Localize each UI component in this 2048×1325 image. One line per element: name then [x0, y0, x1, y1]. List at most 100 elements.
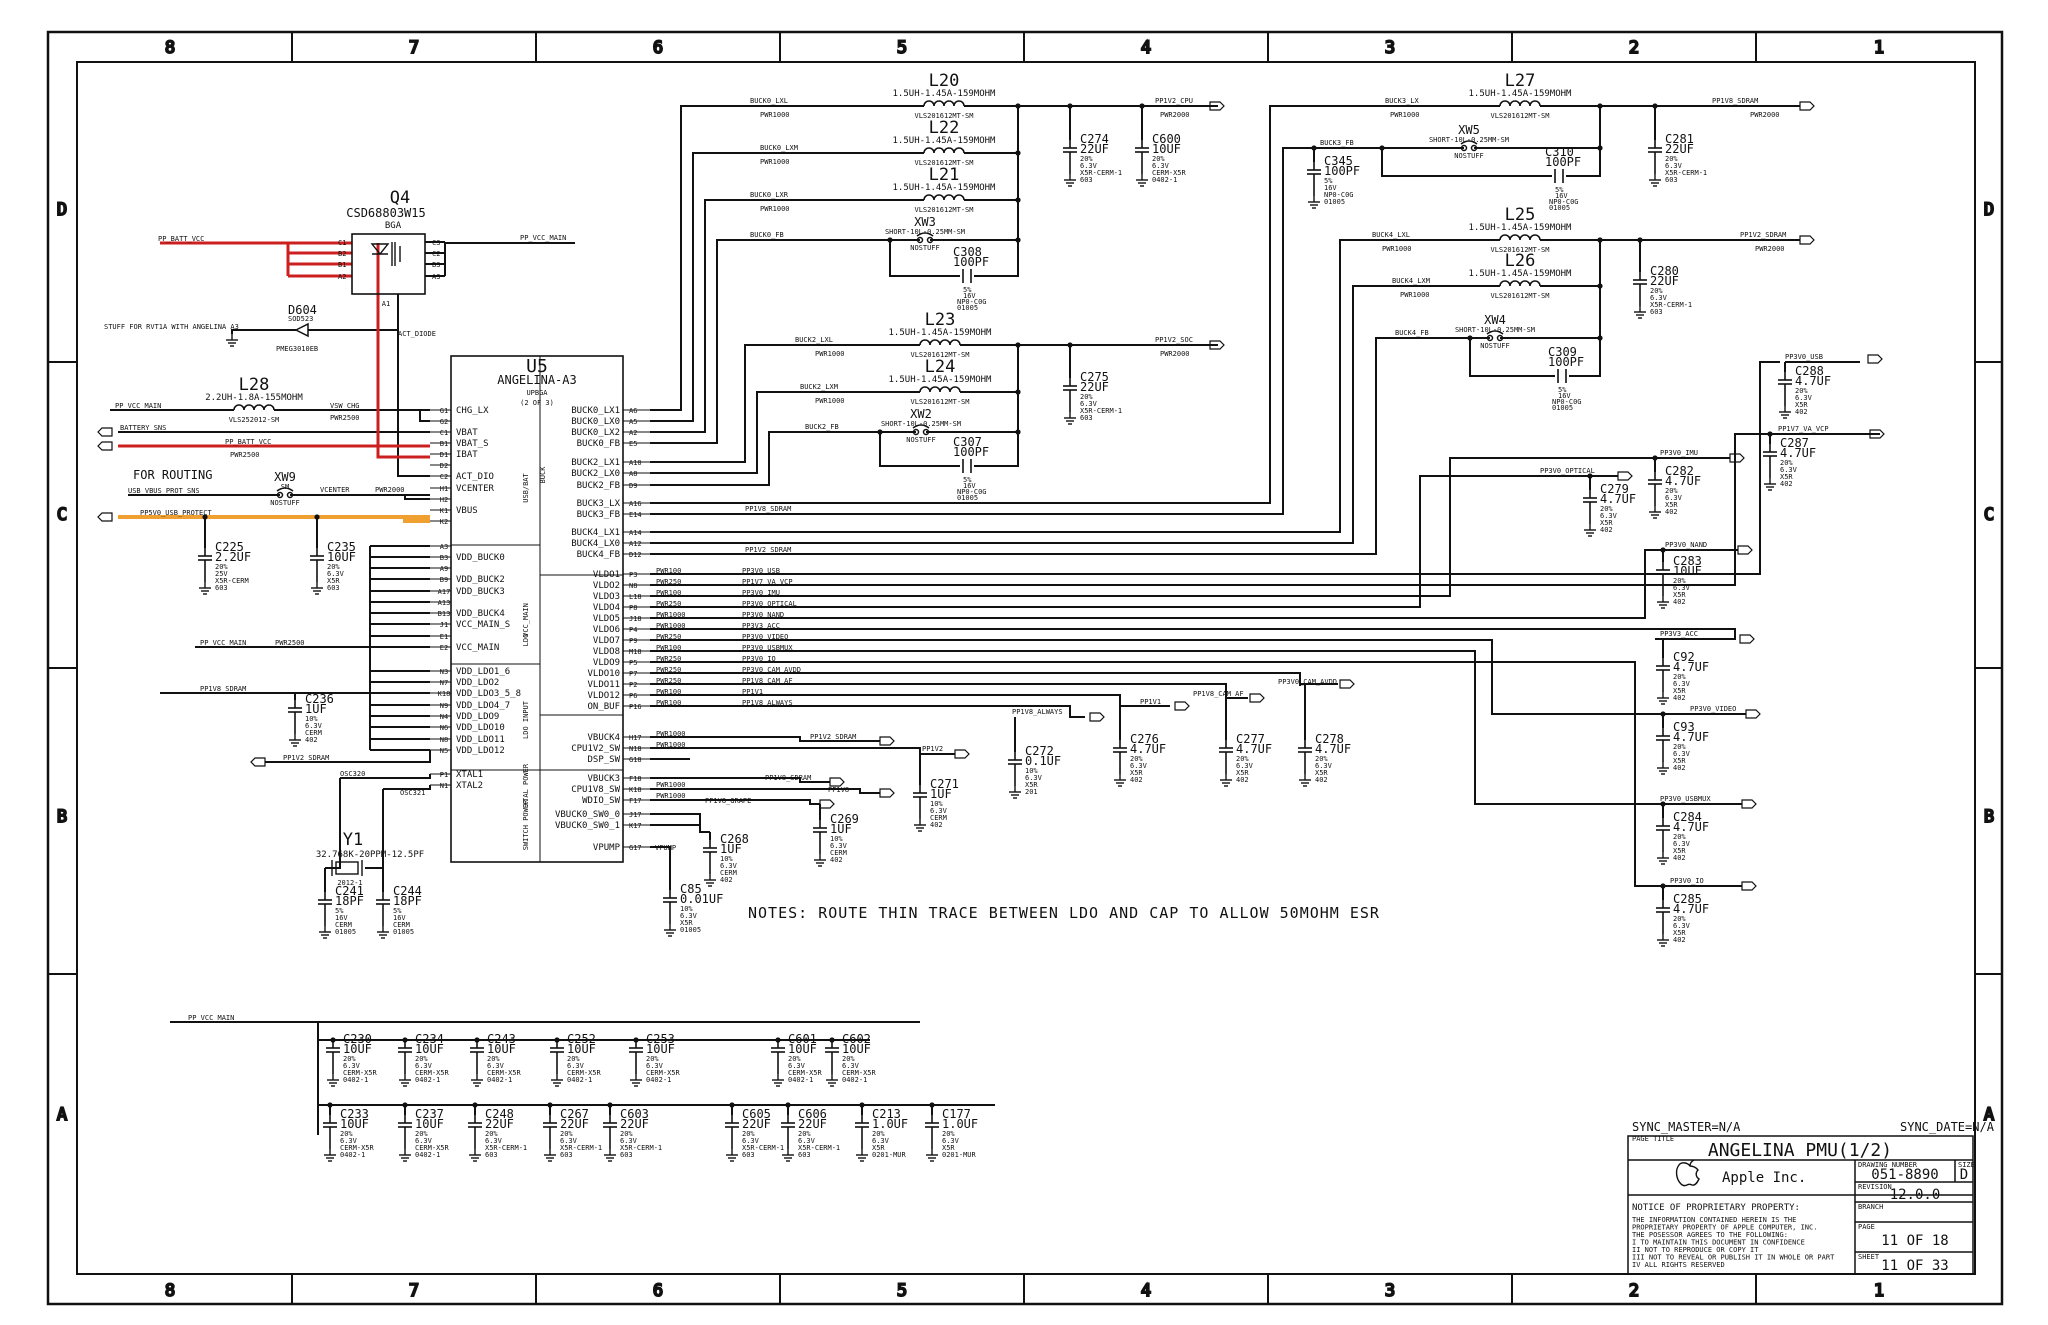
wire-pp1v1: [650, 694, 1170, 707]
ground-symbol: [772, 1074, 784, 1087]
inductor-value: 1.5UH-1.45A-159MOHM: [889, 375, 993, 385]
offpage-connector-icon: [1799, 101, 1815, 111]
capacitor-voltage: 6.3V: [788, 1062, 806, 1070]
capacitor-ref: C213: [872, 1107, 901, 1121]
capacitor-value: 10UF: [415, 1117, 444, 1131]
u5-section-label: BUCK: [539, 466, 547, 484]
junction-dot: [729, 1102, 735, 1108]
net-rate: PWR1000: [656, 741, 686, 749]
net-label: PP1V8: [828, 786, 849, 794]
net-label: BUCK0_LXM: [760, 144, 798, 152]
u5-pin-number: F17: [629, 797, 642, 805]
capacitor-package: 01005: [335, 928, 356, 936]
zone-number-top: 5: [897, 38, 907, 58]
title-block: [1627, 1135, 1974, 1275]
capacitor-dielectric: X5R: [1600, 519, 1613, 527]
capacitor-value: 4.7UF: [1673, 730, 1709, 744]
wire-buck0-lxm: [650, 152, 924, 422]
offpage-connector-icon: [1089, 712, 1105, 722]
net-rate: PWR250: [656, 666, 681, 674]
capacitor-tolerance: 20%: [415, 1055, 428, 1063]
capacitor-dielectric: X5R-CERM-1: [485, 1144, 527, 1152]
ground-symbol: [1009, 786, 1021, 799]
net-label: PP1V2_SDRAM: [810, 733, 856, 741]
wire-pp3v0-video: [650, 639, 1746, 715]
short-jumper: [276, 487, 294, 499]
capacitor-c271: [913, 785, 927, 819]
capacitor-tolerance: 20%: [560, 1130, 573, 1138]
zone-number-top: 6: [653, 38, 663, 58]
wire-pp3v0-io: [650, 661, 1742, 887]
u5-pin-number: P1: [440, 771, 448, 779]
ground-symbol: [469, 1149, 481, 1162]
q4-part: CSD68803W15: [346, 206, 425, 220]
sync-date: SYNC_DATE=N/A: [1900, 1120, 1995, 1134]
q4-sub: A1: [382, 300, 390, 308]
junction-dot: [1015, 389, 1021, 395]
ground-symbol: [1649, 506, 1661, 519]
capacitor-voltage: 6.3V: [1080, 400, 1098, 408]
capacitor-value: 4.7UF: [1673, 660, 1709, 674]
inductor-part: VLS201612MT-SM: [914, 159, 973, 167]
capacitor-c93: [1656, 728, 1670, 762]
zone-letter-right: D: [1984, 200, 1994, 220]
ground-symbol: [1657, 692, 1669, 705]
q4-body: [351, 233, 426, 295]
inductor: [923, 194, 965, 201]
offpage-connector-icon: [829, 777, 845, 787]
net-rate: PWR1000: [815, 397, 845, 405]
inductor: [1499, 100, 1541, 107]
sheet-value: 11 OF 33: [1881, 1258, 1948, 1274]
zone-letter-left: C: [57, 505, 67, 525]
capacitor-c234: [398, 1040, 412, 1074]
u5-pin-name: VLDO10: [587, 669, 620, 679]
capacitor-voltage: 16V: [963, 482, 976, 490]
net-rate: PWR100: [656, 644, 681, 652]
capacitor-package: 0402-1: [343, 1076, 368, 1084]
net-label: PP3V3_ACC: [742, 622, 780, 630]
u5-pin-number: B3: [440, 554, 448, 562]
short-value: SHORT-10L-0.25MM-SM: [885, 228, 965, 236]
capacitor-voltage: 6.3V: [830, 842, 848, 850]
capacitor-tolerance: 10%: [830, 835, 843, 843]
y1-value: 32.768K-20PPM-12.5PF: [316, 850, 424, 860]
u5-pin-name: VDD_BUCK2: [456, 575, 505, 585]
u5-pin-number: G17: [629, 844, 642, 852]
wire-pp3v0-imu: [650, 457, 1730, 597]
wire-pp-batt-vcc-2: [376, 446, 430, 459]
offpage-connector-icon: [1739, 634, 1755, 644]
capacitor-c235: [310, 548, 324, 582]
net-label: BUCK4_LXM: [1392, 277, 1430, 285]
capacitor-voltage: 6.3V: [567, 1062, 585, 1070]
capacitor-package: 603: [1650, 308, 1663, 316]
capacitor-ref: C276: [1130, 732, 1159, 746]
u5-pin-number: E1: [440, 633, 448, 641]
wire-pp3v0-cam: [650, 672, 1305, 685]
u5-pin-name: VDD_LDO12: [456, 746, 505, 756]
capacitor-package: 603: [215, 584, 228, 592]
u5-pin-name: VDD_LDO9: [456, 712, 499, 722]
junction-dot: [1660, 801, 1666, 807]
inductor-value: 1.5UH-1.45A-159MOHM: [893, 136, 997, 146]
capacitor-ref: C248: [485, 1107, 514, 1121]
capacitor-tolerance: 20%: [1152, 155, 1165, 163]
capacitor-dielectric: X5R-CERM-1: [1650, 301, 1692, 309]
capacitor-voltage: 6.3V: [872, 1137, 890, 1145]
capacitor-tolerance: 20%: [340, 1130, 353, 1138]
ground-symbol: [226, 334, 238, 347]
capacitor-tolerance: 20%: [842, 1055, 855, 1063]
net-rate: PWR1000: [760, 205, 790, 213]
capacitor-voltage: 6.3V: [842, 1062, 860, 1070]
u5-pin-number: H17: [629, 734, 642, 742]
net-label: PP3V0_CAM_AVDD: [742, 666, 801, 674]
net-rate: PWR2500: [275, 639, 305, 647]
capacitor-tolerance: 20%: [646, 1055, 659, 1063]
u5-pin-name: CPU1V8_SW: [571, 785, 620, 795]
capacitor-value: 100PF: [953, 445, 989, 459]
capacitor-tolerance: 20%: [798, 1130, 811, 1138]
capacitor-value: 100PF: [1324, 164, 1360, 178]
capacitor-package: 0201-MUR: [942, 1151, 977, 1159]
diode-icon: [294, 322, 309, 338]
wire-pp3v0-usbmux: [650, 650, 1742, 805]
capacitor-tolerance: 20%: [1780, 459, 1793, 467]
